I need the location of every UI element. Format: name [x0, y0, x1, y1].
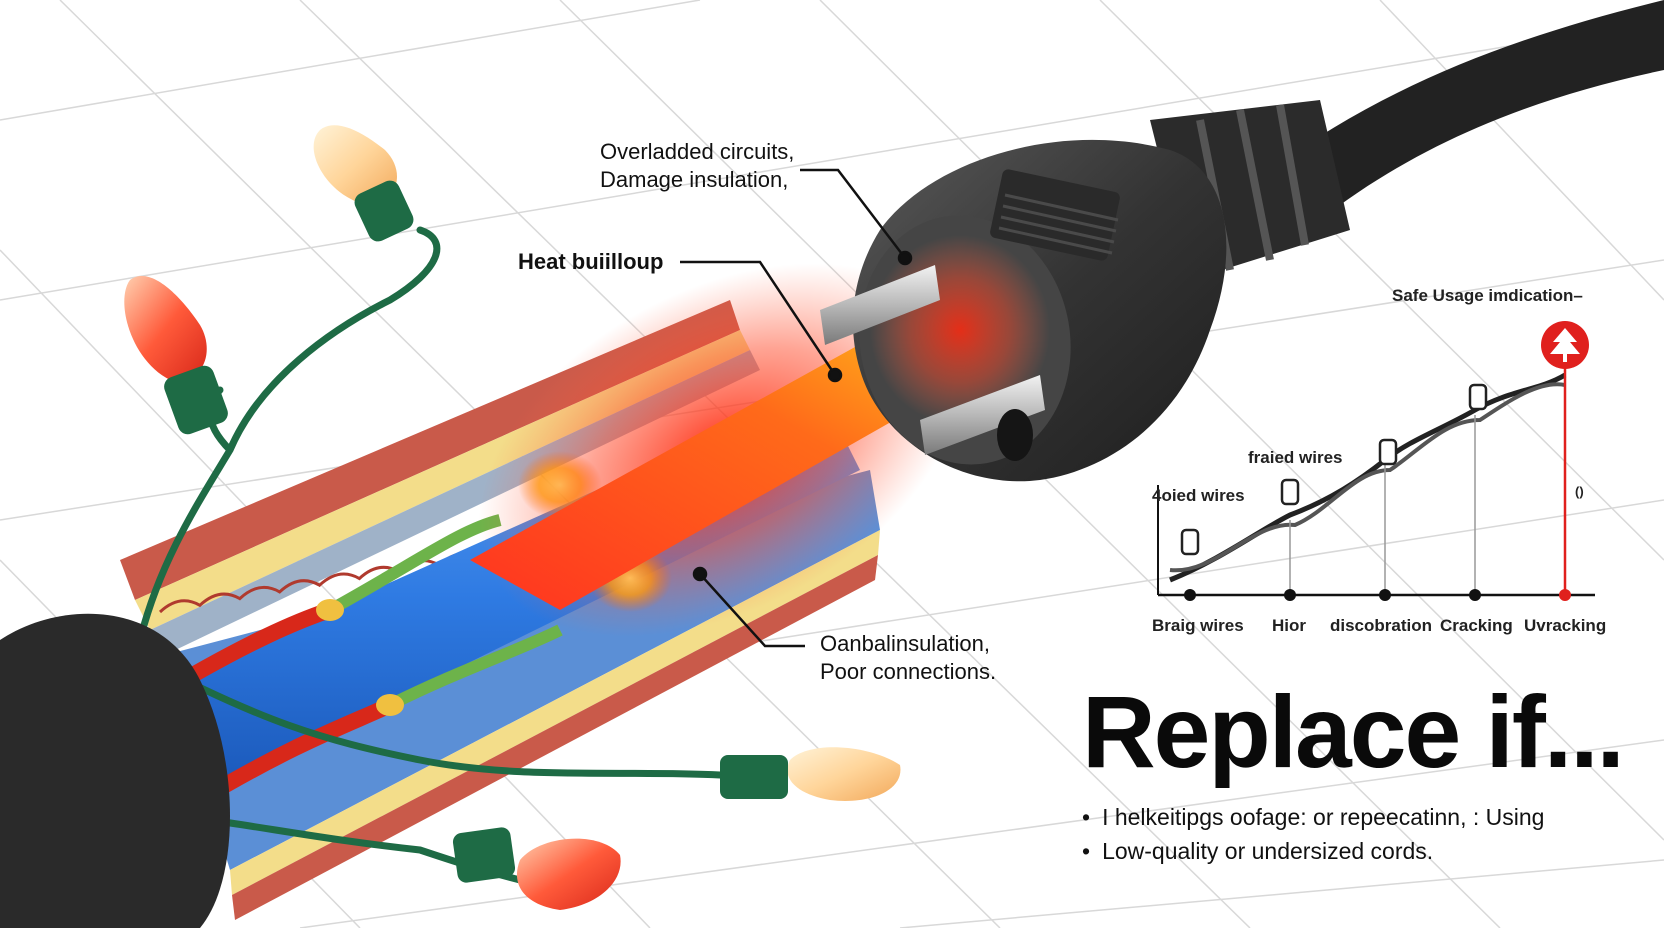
plug-prong-lower: [920, 375, 1045, 455]
usage-chart-side-mark: (): [1575, 484, 1584, 499]
cord-end-cap: [0, 613, 230, 928]
wire-joint-lower: [376, 694, 404, 716]
power-cord: [1270, 0, 1664, 220]
bulb-red-left: [124, 276, 207, 381]
callout-heat-buildup: Heat buiilloup: [518, 249, 664, 274]
stage-marker: [1379, 589, 1391, 601]
callout-leaders: [680, 168, 913, 648]
leader-heat: [680, 260, 837, 376]
stage-marker: [1469, 589, 1481, 601]
stage-bulbs: [1180, 383, 1488, 556]
insulation-lower-wall: [232, 555, 878, 920]
bulb-red-bottom: [516, 838, 621, 910]
leader-dot-insulation: [692, 566, 708, 582]
stage-label-brittle-wires: Braig wires: [1152, 616, 1244, 635]
leader-dot-heat: [827, 367, 843, 383]
bulb-warm-right: [787, 747, 901, 801]
stage-stems: [1289, 415, 1476, 595]
bulb-socket-bottom: [452, 827, 516, 883]
leader-insulation: [699, 573, 805, 648]
plug-ground-hole: [997, 409, 1033, 461]
plug-prong-upper: [820, 265, 940, 345]
replace-bullet-item: I helkeitipgs oofage: or repeecatinn, : …: [1082, 800, 1544, 834]
tree-icon: [1550, 328, 1580, 362]
stage-label-cracking-end: Uvracking: [1524, 616, 1607, 635]
plug-grip-texture: [990, 169, 1120, 261]
power-plug: [820, 0, 1664, 482]
light-string: [0, 125, 901, 928]
stage-marker-indicator: [1559, 589, 1571, 601]
callout-damaged-insulation: Oanbalinsulation,: [820, 631, 991, 656]
stage-marker: [1184, 589, 1196, 601]
green-wire-lower: [387, 624, 563, 711]
leader-overloaded: [800, 168, 906, 259]
bulb-socket-right: [720, 755, 788, 799]
leader-dot-overloaded: [897, 250, 913, 266]
bulb-warm-top: [313, 125, 397, 205]
callout-poor-connections: Poor connections.: [820, 659, 997, 684]
replace-heading: Replace if...: [1082, 675, 1625, 789]
stage-note-old-wires: 4oied wires: [1152, 486, 1245, 505]
stage-marker: [1284, 589, 1296, 601]
stage-note-frayed-wires: fraied wires: [1248, 448, 1343, 467]
usage-chart: [1157, 321, 1595, 601]
bulb-socket-top: [354, 180, 414, 242]
stage-label-cracking: Cracking: [1440, 616, 1513, 635]
stage-label-discoloration: discobration: [1330, 616, 1433, 635]
grip-lines: [998, 193, 1119, 255]
replace-bullet-list: I helkeitipgs oofage: or repeecatinn, : …: [1082, 800, 1544, 868]
callout-damage-insulation: Damage insulation,: [600, 167, 789, 192]
rope-strand-b: [1169, 382, 1566, 573]
replace-bullet-item: Low-quality or undersized cords.: [1082, 834, 1544, 868]
stage-markers: [1184, 589, 1571, 601]
callout-overloaded-circuits: Overladded circuits,: [600, 139, 795, 164]
usage-chart-title: Safe Usage imdication–: [1392, 286, 1583, 305]
wire-joint-upper: [316, 599, 344, 621]
stage-label-odor: Hior: [1272, 616, 1306, 635]
bulb-socket-left: [164, 365, 228, 435]
